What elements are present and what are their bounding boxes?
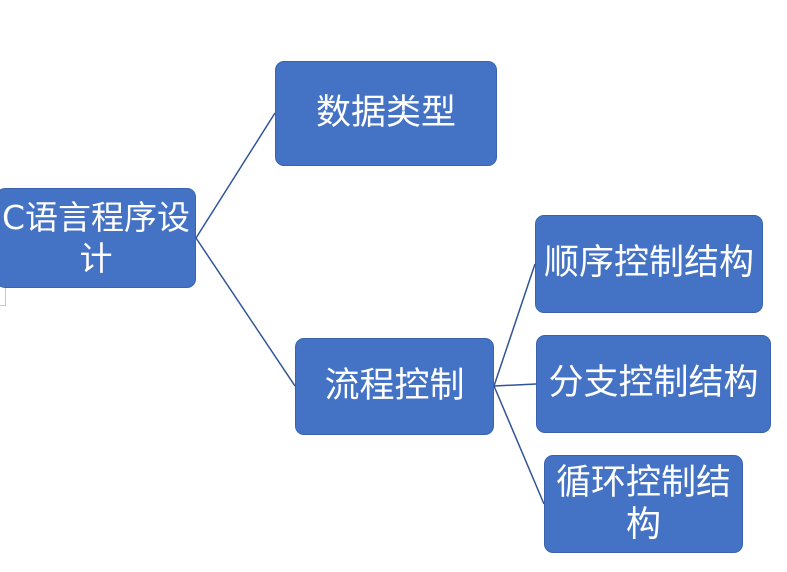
connector-flow-to-branch [493,383,537,387]
connector-root-to-datatype [195,112,276,239]
node-label: C语言程序设计 [1,197,191,278]
node-label: 循环控制结构 [555,463,731,545]
node-loop-structure[interactable]: 循环控制结构 [544,455,743,553]
node-c-programming[interactable]: C语言程序设计 [0,188,196,288]
node-label: 数据类型 [315,92,456,133]
node-sequential-structure[interactable]: 顺序控制结构 [535,215,763,313]
connector-root-to-flow [195,237,296,387]
node-flow-control[interactable]: 流程控制 [295,338,494,435]
node-branch-structure[interactable]: 分支控制结构 [536,335,771,433]
node-label: 顺序控制结构 [543,243,754,284]
node-label: 流程控制 [324,365,465,406]
node-label: 分支控制结构 [548,363,759,404]
node-data-types[interactable]: 数据类型 [275,61,497,166]
selection-handle [0,286,6,306]
connector-flow-to-seq [493,263,536,387]
